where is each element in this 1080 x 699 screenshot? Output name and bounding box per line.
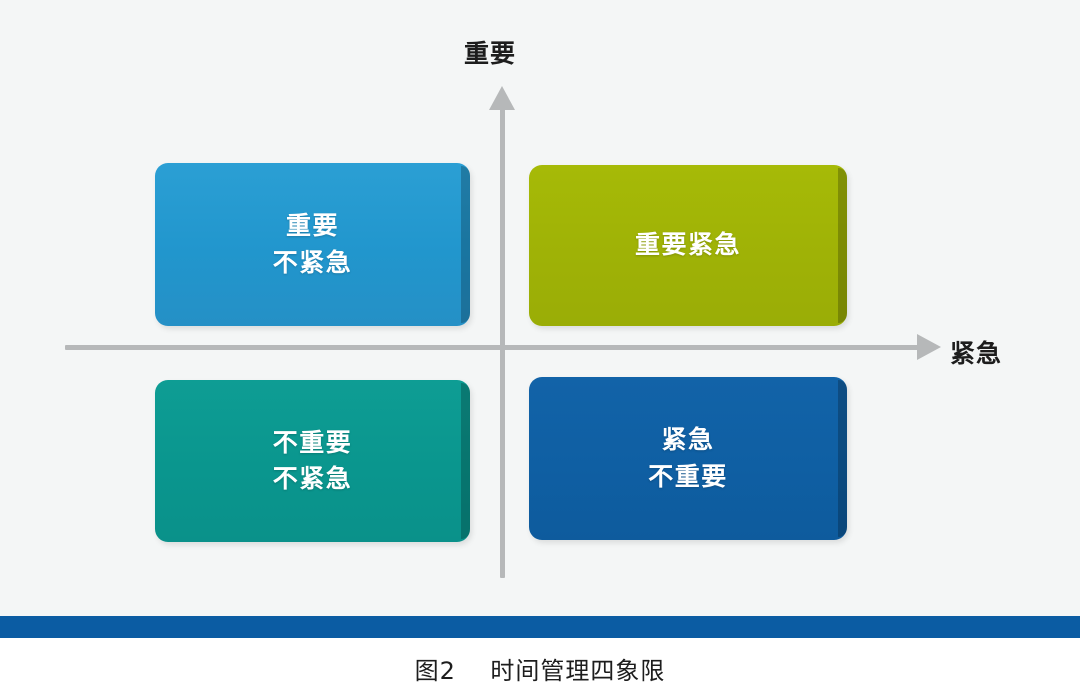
x-axis-line	[65, 345, 927, 350]
quadrant-label-line: 重要	[285, 211, 339, 241]
quadrant-label-line: 重要紧急	[634, 230, 741, 260]
quadrant-urgent-not-important[interactable]: 紧急 不重要	[529, 377, 847, 540]
figure-caption: 图2 时间管理四象限	[414, 657, 666, 685]
y-axis-line	[500, 108, 505, 578]
quadrant-not-important-not-urgent[interactable]: 不重要 不紧急	[155, 380, 470, 542]
y-axis-label: 重要	[464, 39, 517, 68]
x-axis-label: 紧急	[950, 339, 1003, 368]
caption-area: 图2 时间管理四象限	[0, 638, 1080, 699]
quadrant-label-line: 不重要	[648, 461, 728, 491]
quadrant-label-line: 紧急	[661, 425, 715, 455]
quadrant-important-not-urgent[interactable]: 重要 不紧急	[155, 163, 470, 326]
arrow-up-icon	[489, 86, 515, 110]
quadrant-label-line: 不紧急	[272, 247, 353, 277]
quadrant-label-line: 不重要	[272, 427, 353, 457]
quadrant-label-line: 不紧急	[272, 464, 353, 493]
bottom-rule-divider	[0, 616, 1080, 638]
figure-canvas: 重要 紧急 重要 不紧急 重要紧急 不重要 不紧急 紧急 不重要	[65, 39, 1003, 578]
arrow-right-icon	[917, 334, 941, 360]
quadrant-important-urgent[interactable]: 重要紧急	[529, 165, 847, 326]
